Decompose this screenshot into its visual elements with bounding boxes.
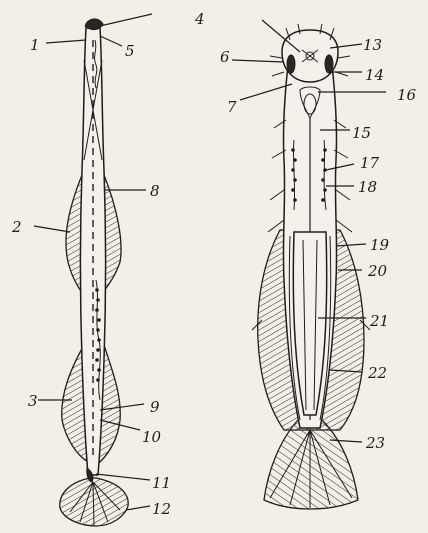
left-head-tip [85,19,103,30]
label-17: 17 [360,154,380,172]
label-20: 20 [367,262,388,280]
label-16: 16 [397,86,417,104]
right-eye-right [325,55,333,73]
label-11: 11 [152,474,171,492]
label-13: 13 [363,36,382,54]
left-body [81,28,106,475]
right-figure [252,24,370,509]
label-10: 10 [142,428,162,446]
label-18: 18 [358,178,377,196]
label-3: 3 [28,392,38,410]
label-2: 2 [11,218,22,236]
label-19: 19 [370,236,390,254]
left-figure [60,19,128,526]
label-23: 23 [365,434,385,452]
label-12: 12 [152,500,171,518]
label-7: 7 [227,98,237,116]
right-eye-left [287,55,295,73]
label-22: 22 [367,364,387,382]
label-6: 6 [220,48,230,66]
label-1: 1 [30,36,40,54]
label-4: 4 [194,10,205,28]
label-14: 14 [365,66,384,84]
label-5: 5 [125,42,135,60]
label-9: 9 [150,398,160,416]
label-15: 15 [352,124,371,142]
label-21: 21 [369,312,389,330]
label-8: 8 [150,182,160,200]
